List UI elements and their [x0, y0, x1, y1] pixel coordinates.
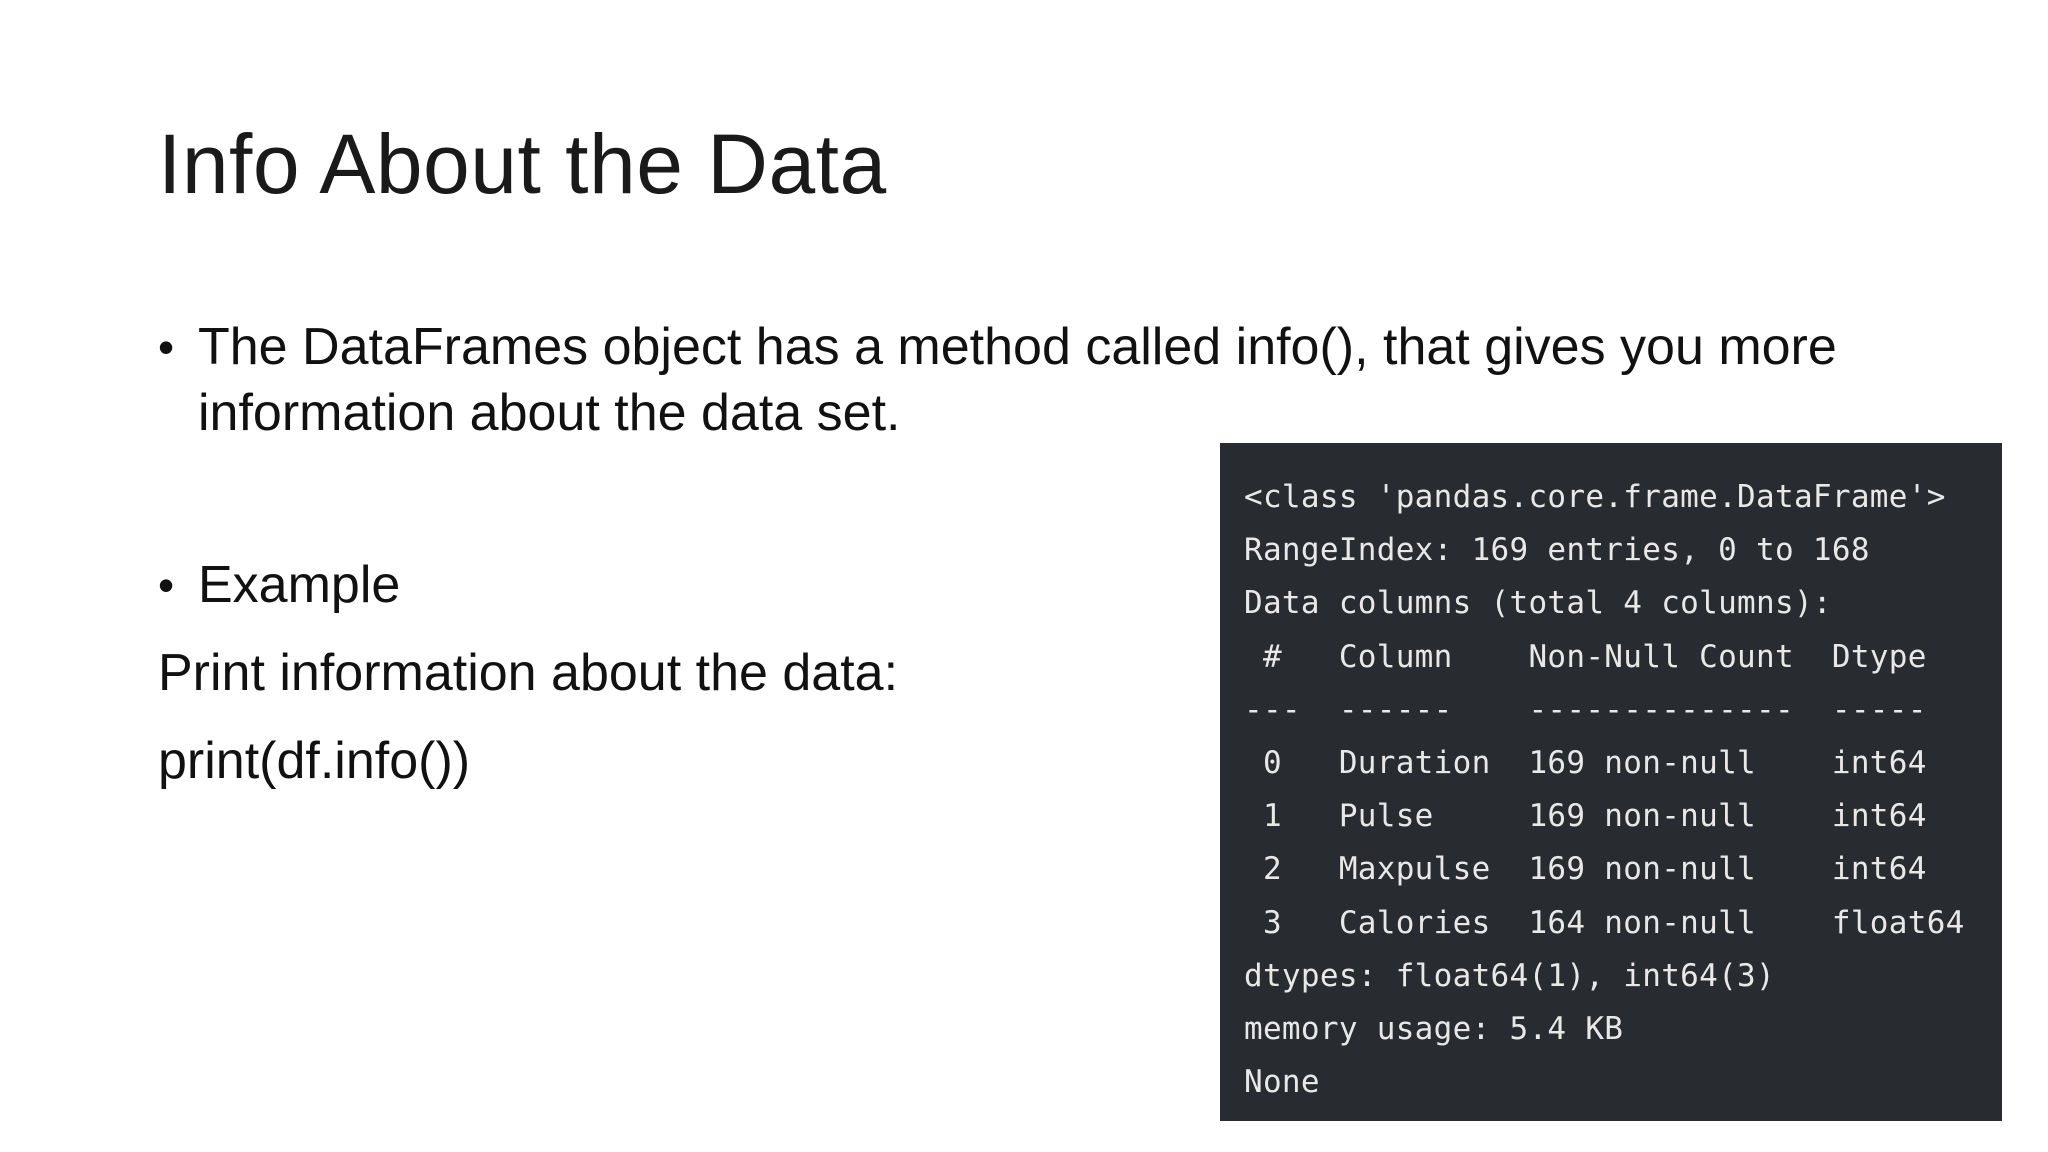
instruction-text: Print information about the data:	[158, 644, 899, 702]
console-output-text: <class 'pandas.core.frame.DataFrame'> Ra…	[1244, 471, 2002, 1109]
bullet-text: The DataFrames object has a method calle…	[198, 318, 1837, 442]
bullet-item-info-method: • The DataFrames object has a method cal…	[158, 314, 1918, 446]
slide-title: Info About the Data	[158, 117, 887, 211]
console-line: Data columns (total 4 columns):	[1244, 585, 1832, 622]
bullet-text: Example	[198, 556, 401, 614]
console-table-row: 1 Pulse 169 non-null int64	[1244, 798, 1927, 835]
console-table-divider: --- ------ -------------- -----	[1244, 691, 1927, 728]
console-table-row: 3 Calories 164 non-null float64	[1244, 904, 1965, 941]
console-line: RangeIndex: 169 entries, 0 to 168	[1244, 532, 1870, 569]
console-table-header: # Column Non-Null Count Dtype	[1244, 638, 1927, 675]
console-line: <class 'pandas.core.frame.DataFrame'>	[1244, 479, 1946, 515]
console-line: None	[1244, 1064, 1320, 1101]
code-line: print(df.info())	[158, 732, 471, 790]
bullet-item-example: • Example	[158, 552, 1058, 618]
console-line: memory usage: 5.4 KB	[1244, 1011, 1624, 1048]
console-table-row: 2 Maxpulse 169 non-null int64	[1244, 851, 1927, 888]
console-table-row: 0 Duration 169 non-null int64	[1244, 745, 1927, 782]
console-line: dtypes: float64(1), int64(3)	[1244, 957, 1775, 994]
bullet-icon: •	[158, 559, 175, 611]
console-output-screenshot: <class 'pandas.core.frame.DataFrame'> Ra…	[1220, 443, 2002, 1121]
bullet-icon: •	[158, 321, 175, 373]
